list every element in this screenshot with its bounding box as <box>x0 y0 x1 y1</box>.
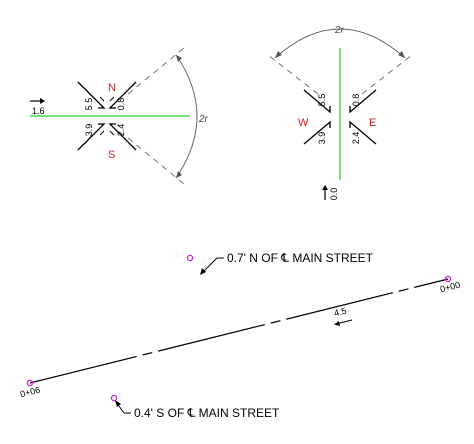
alignment-dimension: 4.5 <box>333 306 348 319</box>
left-dim-tick <box>99 130 105 136</box>
left-corner-top-right <box>108 81 137 109</box>
left-dim-bottom-left: 3.9 <box>84 124 94 137</box>
left-arc <box>175 54 198 179</box>
left-dim-top-left: 5.5 <box>84 98 94 111</box>
right-corner-bottom-right <box>349 120 377 145</box>
left-dim-tick <box>109 130 115 136</box>
right-offset-arrowhead <box>322 185 328 190</box>
left-north-label: N <box>108 82 116 94</box>
left-dim-tick <box>109 96 115 102</box>
left-radial-line <box>127 47 185 95</box>
right-dim-bottom-left: 3.9 <box>317 132 327 145</box>
right-arc-label: 2r <box>334 25 345 36</box>
right-arc <box>274 28 406 59</box>
station-start-label: 0+00 <box>439 280 461 295</box>
left-dim-tick <box>99 96 105 102</box>
right-west-label: W <box>298 117 309 129</box>
south-leader-arrowhead <box>115 400 121 407</box>
right-arc-arrowhead <box>398 51 405 58</box>
left-corner-bottom-left <box>77 123 106 151</box>
left-dim-top-right: 0.8 <box>116 98 126 111</box>
south-point-marker <box>110 394 118 402</box>
left-arc-arrowhead <box>176 55 182 62</box>
station-end-label: 0+06 <box>19 385 41 400</box>
north-point-marker <box>186 254 194 262</box>
station-start-marker <box>26 379 34 387</box>
right-offset-label: 0.0 <box>329 188 339 201</box>
right-radial-line <box>267 54 319 95</box>
station-end-marker <box>444 275 452 283</box>
left-south-label: S <box>108 149 115 161</box>
left-offset-label: 1.6 <box>32 106 45 116</box>
right-corner-bottom-left <box>303 120 331 145</box>
left-radial-line <box>127 137 185 185</box>
left-corner-top-left <box>77 81 106 109</box>
north-leader-arrowhead <box>200 268 206 275</box>
right-corner-top-left <box>303 89 331 114</box>
right-intersection: 5.5 0.8 3.9 2.4 W E 0.0 2r <box>267 25 413 201</box>
left-corner-bottom-right <box>108 123 137 151</box>
right-east-label: E <box>369 117 376 129</box>
right-dim-top-left: 5.5 <box>317 94 327 107</box>
left-dim-bottom-right: 2.4 <box>116 124 126 137</box>
south-note: 0.4' S OF ℄ MAIN STREET <box>134 406 280 420</box>
right-corner-top-right <box>349 89 377 114</box>
left-arc-arrowhead <box>176 171 182 178</box>
alignment-dim-arrowhead <box>334 321 340 326</box>
left-offset-arrowhead <box>40 98 45 104</box>
right-arc-arrowhead <box>275 51 282 58</box>
right-dim-bottom-right: 2.4 <box>351 132 361 145</box>
alignment-line <box>29 278 449 384</box>
north-note: 0.7' N OF ℄ MAIN STREET <box>227 251 374 265</box>
right-dim-top-right: 0.8 <box>351 94 361 107</box>
left-arc-label: 2r <box>198 114 209 125</box>
alignment: 0+00 0+06 4.5 0.7' N OF ℄ MAIN STREET 0.… <box>19 251 461 420</box>
left-intersection: 5.5 0.8 3.9 2.4 N S 1.6 2r <box>30 47 209 185</box>
right-radial-line <box>361 54 413 95</box>
